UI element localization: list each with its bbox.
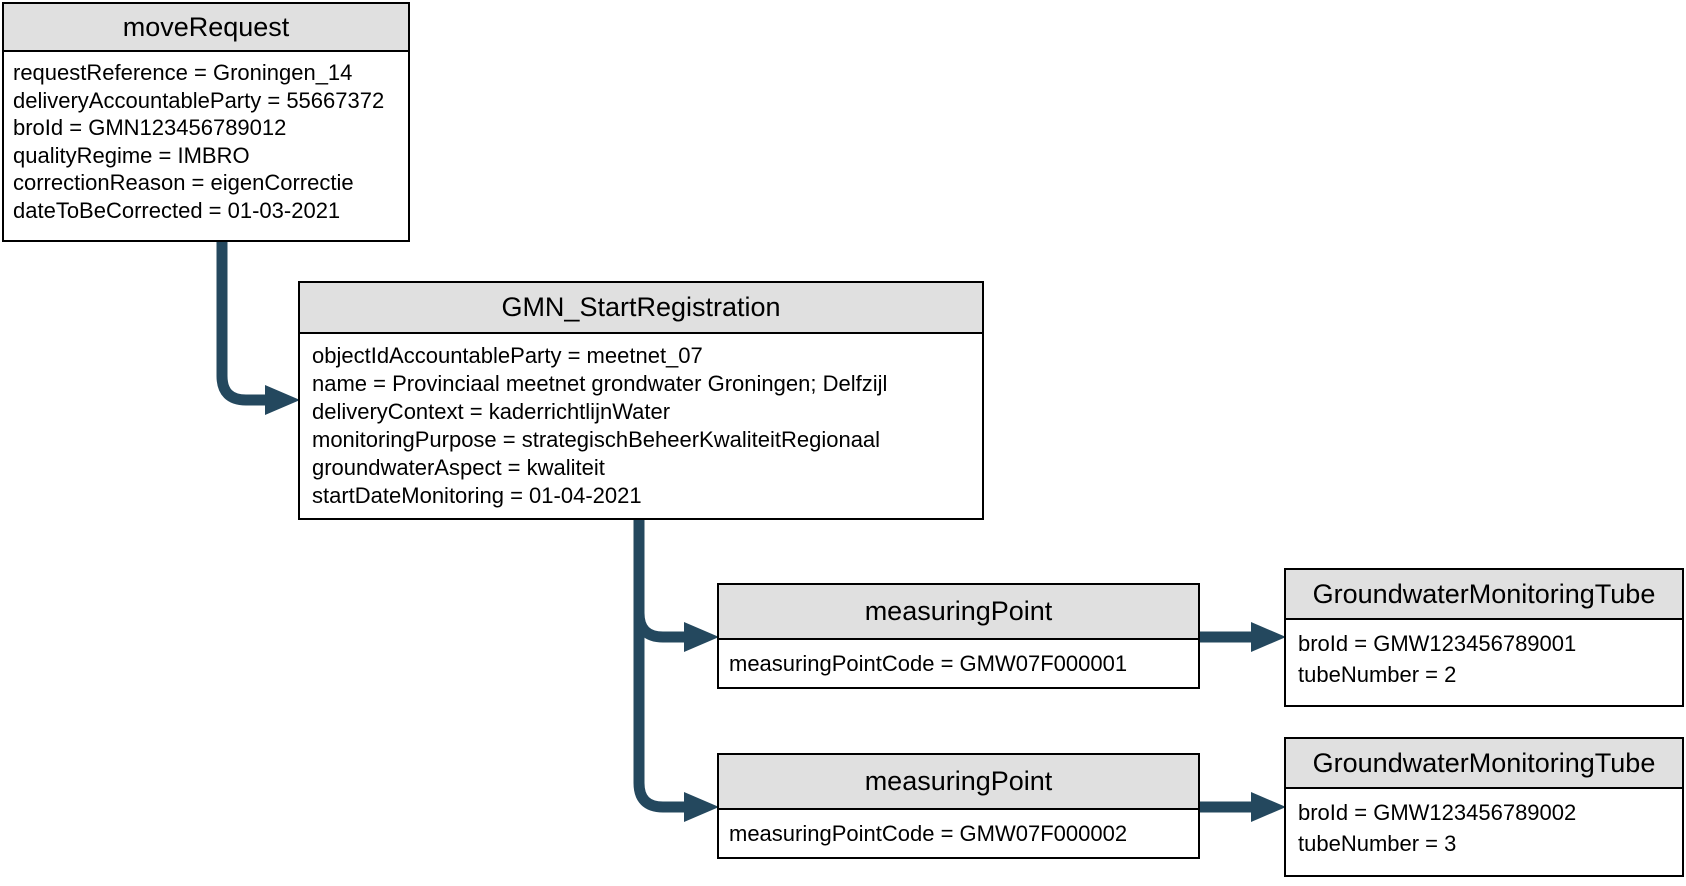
node-groundwater-monitoring-tube-2: GroundwaterMonitoringTube broId = GMW123… <box>1284 737 1684 877</box>
node-groundwater-monitoring-tube-2-title: GroundwaterMonitoringTube <box>1286 739 1682 789</box>
node-measuring-point-2-title: measuringPoint <box>719 755 1198 810</box>
attribute-line: monitoringPurpose = strategischBeheerKwa… <box>312 427 881 452</box>
attribute-line: tubeNumber = 2 <box>1298 662 1457 687</box>
attribute-line: requestReference = Groningen_14 <box>13 60 353 85</box>
attribute-line: broId = GMN123456789012 <box>13 115 287 140</box>
arrow-moverequest-to-gmn <box>216 240 300 415</box>
node-groundwater-monitoring-tube-2-attributes: broId = GMW123456789002 tubeNumber = 3 <box>1286 789 1682 859</box>
node-move-request-title: moveRequest <box>4 4 408 52</box>
node-groundwater-monitoring-tube-1: GroundwaterMonitoringTube broId = GMW123… <box>1284 568 1684 707</box>
attribute-line: deliveryContext = kaderrichtlijnWater <box>312 399 671 424</box>
attribute-line: name = Provinciaal meetnet grondwater Gr… <box>312 371 888 396</box>
node-groundwater-monitoring-tube-1-attributes: broId = GMW123456789001 tubeNumber = 2 <box>1286 620 1682 690</box>
node-gmn-start-registration: GMN_StartRegistration objectIdAccountabl… <box>298 281 984 520</box>
attribute-line: groundwaterAspect = kwaliteit <box>312 455 605 480</box>
node-measuring-point-2: measuringPoint measuringPointCode = GMW0… <box>717 753 1200 859</box>
node-groundwater-monitoring-tube-1-title: GroundwaterMonitoringTube <box>1286 570 1682 620</box>
node-measuring-point-1-attributes: measuringPointCode = GMW07F000001 <box>719 640 1198 687</box>
arrow-measuringpoint1-to-tube1 <box>1200 622 1286 652</box>
attribute-line: startDateMonitoring = 01-04-2021 <box>312 483 642 508</box>
attribute-line: measuringPointCode = GMW07F000001 <box>729 650 1128 676</box>
attribute-line: deliveryAccountableParty = 55667372 <box>13 87 385 113</box>
arrow-gmn-to-measuringpoint-1 <box>633 583 719 652</box>
attribute-line: dateToBeCorrected = 01-03-2021 <box>13 197 341 223</box>
node-measuring-point-2-attributes: measuringPointCode = GMW07F000002 <box>719 810 1198 857</box>
arrow-gmn-to-measuringpoint-2 <box>633 518 719 822</box>
attribute-line: measuringPointCode = GMW07F000002 <box>729 820 1128 846</box>
attribute-line: broId = GMW123456789001 <box>1298 631 1577 656</box>
attribute-line: qualityRegime = IMBRO <box>13 142 250 168</box>
node-measuring-point-1: measuringPoint measuringPointCode = GMW0… <box>717 583 1200 689</box>
node-measuring-point-1-title: measuringPoint <box>719 585 1198 640</box>
node-gmn-start-registration-title: GMN_StartRegistration <box>300 283 982 334</box>
attribute-line: broId = GMW123456789002 <box>1298 800 1577 825</box>
arrow-measuringpoint2-to-tube2 <box>1200 792 1286 822</box>
node-move-request: moveRequest requestReference = Groningen… <box>2 2 410 242</box>
attribute-line: correctionReason = eigenCorrectie <box>13 170 354 195</box>
attribute-line: tubeNumber = 3 <box>1298 831 1457 856</box>
attribute-line: objectIdAccountableParty = meetnet_07 <box>312 343 703 368</box>
